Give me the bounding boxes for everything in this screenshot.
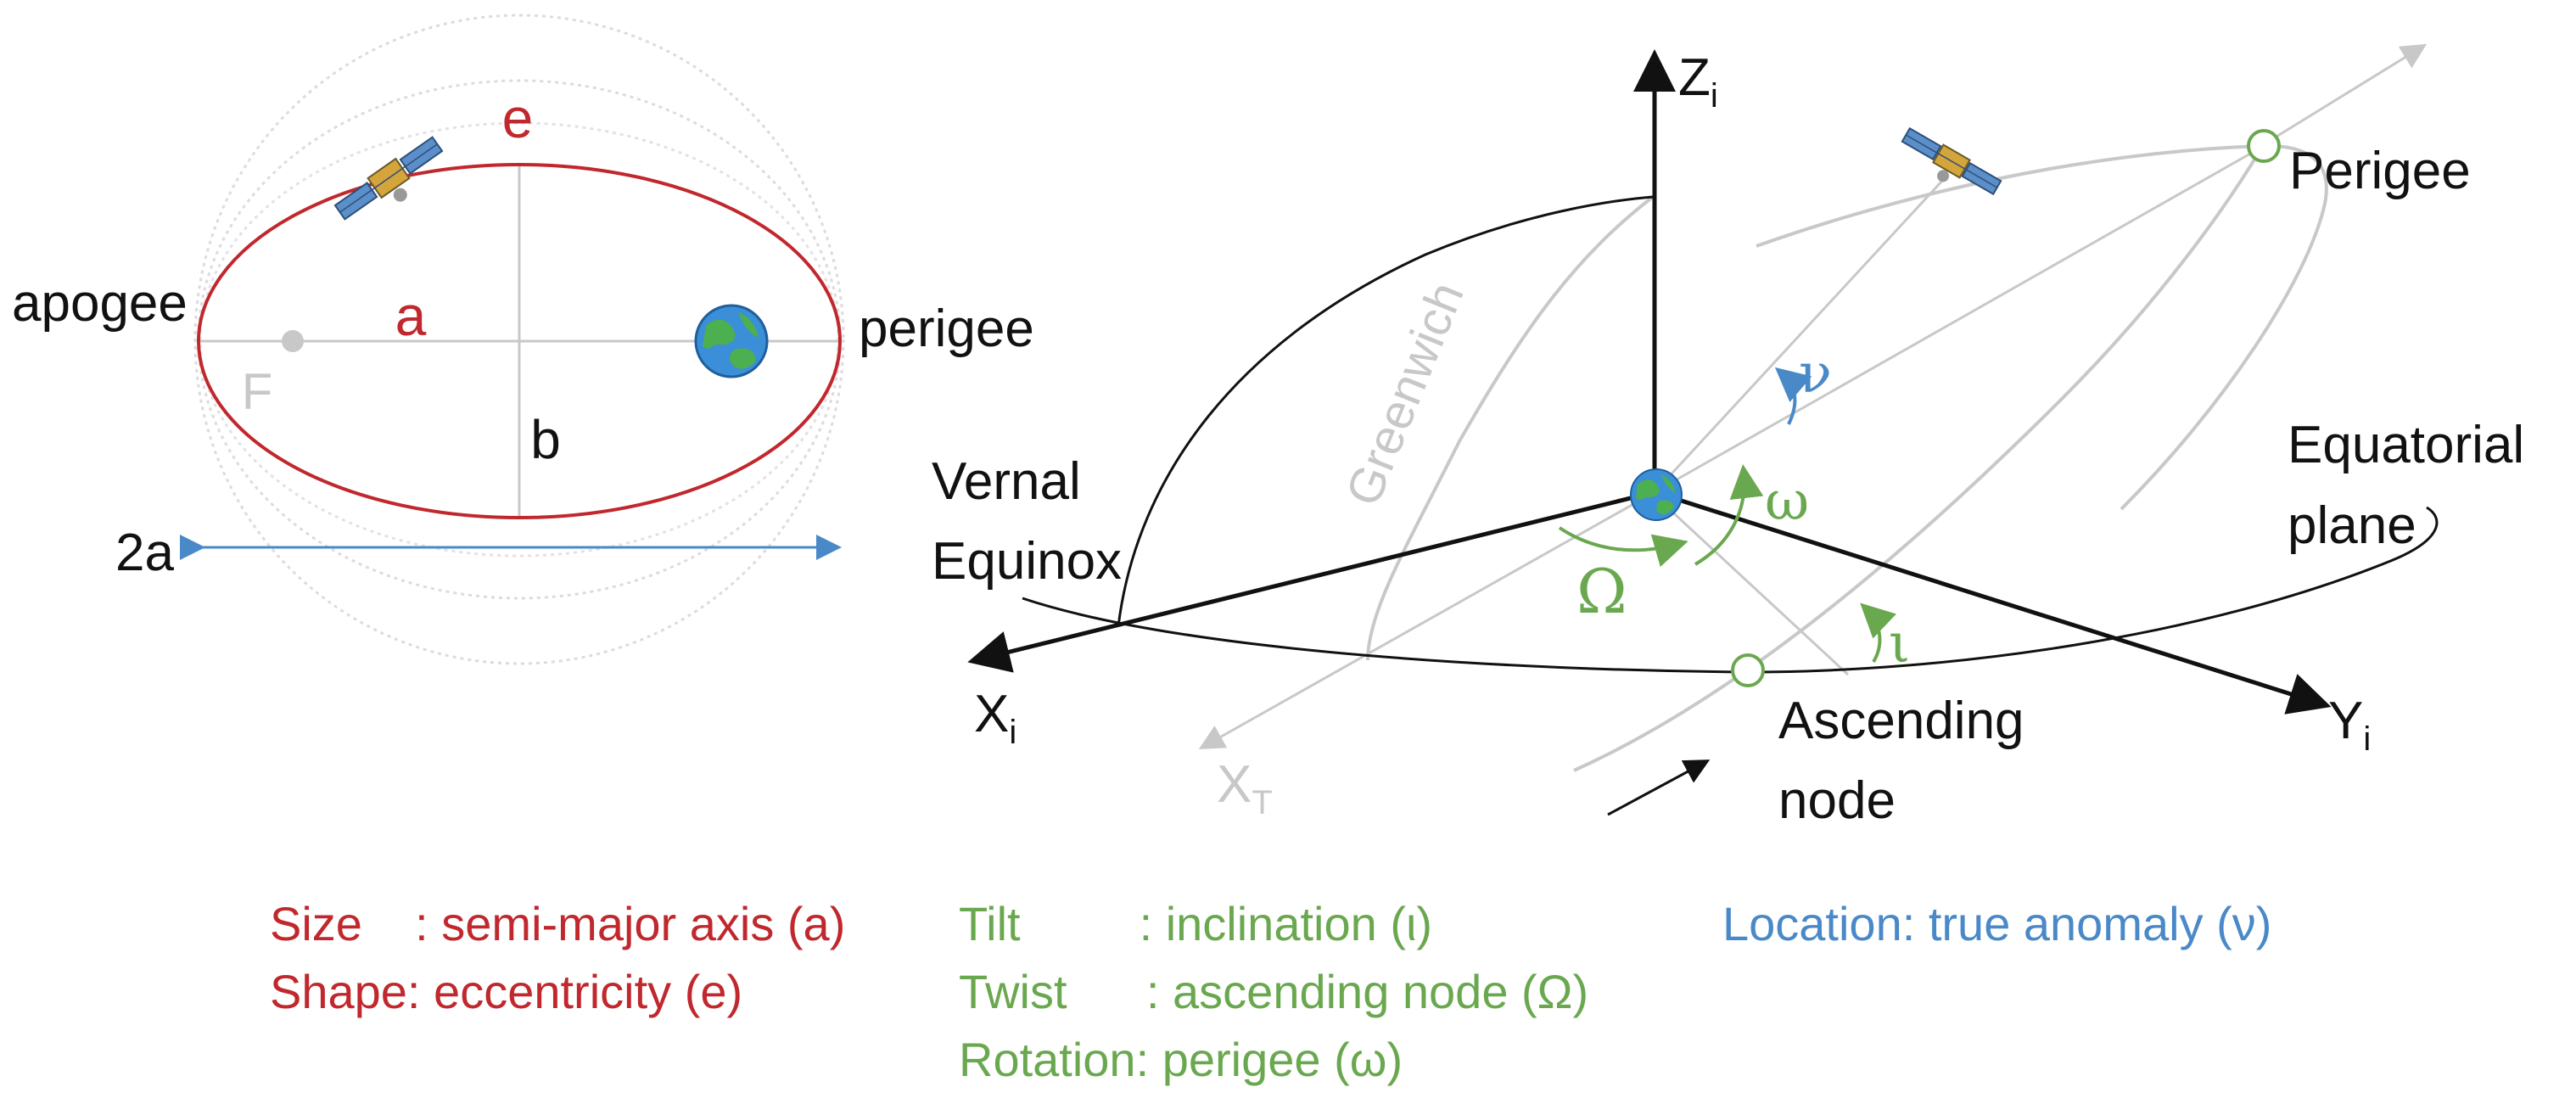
greenwich-meridian bbox=[1366, 195, 1655, 661]
legend-location: Location: true anomaly (ν) bbox=[1722, 897, 2271, 950]
satellite-icon bbox=[333, 136, 444, 221]
raan-symbol: Ω bbox=[1576, 556, 1627, 627]
equatorial-plane-label-line1: Equatorial bbox=[2288, 416, 2524, 474]
orbit-3d-diagram: Zi Xi Yi XT Greenwich Vernal Equinox Per… bbox=[932, 43, 2524, 830]
legend-shape: Shape: eccentricity (e) bbox=[270, 965, 742, 1018]
inclination-angle-arc bbox=[1860, 602, 1896, 664]
semimajor-label: a bbox=[395, 284, 427, 347]
vernal-equinox-label-line1: Vernal bbox=[932, 452, 1081, 511]
apogee-label: apogee bbox=[12, 274, 188, 333]
legend-twist: Twist : ascending node (Ω) bbox=[959, 965, 1588, 1018]
ascending-node-marker bbox=[1731, 653, 1765, 687]
reference-circle bbox=[193, 14, 845, 665]
true-anomaly-symbol: ν bbox=[1799, 343, 1832, 406]
ascending-node-label-line1: Ascending bbox=[1778, 692, 2024, 750]
perigee-label: Perigee bbox=[2289, 142, 2471, 200]
vernal-equinox-label-line2: Equinox bbox=[932, 532, 1122, 591]
legend-rotation: Rotation: perigee (ω) bbox=[959, 1033, 1403, 1086]
y-axis bbox=[1654, 490, 2332, 715]
x-axis bbox=[967, 490, 1655, 673]
orbit-path-upper bbox=[1756, 143, 2328, 511]
xt-axis-line bbox=[1198, 490, 1655, 749]
perigee-label: perigee bbox=[859, 300, 1034, 358]
vernal-meridian bbox=[1117, 195, 1654, 627]
x-axis-label: Xi bbox=[974, 685, 1016, 751]
line-of-nodes bbox=[1651, 492, 1850, 676]
equatorial-plane-label-line2: plane bbox=[2288, 496, 2416, 555]
major-axis-label: 2a bbox=[115, 524, 174, 582]
perigee-direction-line bbox=[1654, 144, 2265, 494]
semiminor-label: b bbox=[530, 409, 561, 470]
legend-tilt: Tilt : inclination (ι) bbox=[959, 897, 1432, 950]
orbit-extension-arrow bbox=[2260, 43, 2428, 148]
legend-size: Size : semi-major axis (a) bbox=[270, 897, 845, 950]
y-axis-label: Yi bbox=[2328, 692, 2371, 758]
raan-angle-arc bbox=[1558, 526, 1688, 568]
ellipse-diagram: e a b F apogee perigee 2a bbox=[12, 14, 1034, 665]
focus-label: F bbox=[242, 363, 273, 420]
eccentricity-label: e bbox=[502, 87, 534, 149]
ascending-node-label-line2: node bbox=[1778, 771, 1896, 830]
equatorial-plane-curve bbox=[1022, 506, 2439, 674]
satellite-radius-line bbox=[1653, 178, 1945, 494]
xt-axis-label: XT bbox=[1217, 755, 1273, 821]
inclination-symbol: ι bbox=[1889, 613, 1910, 675]
earth-globe-icon bbox=[694, 304, 769, 378]
legend: Size : semi-major axis (a) Shape: eccent… bbox=[270, 897, 2271, 1086]
earth-globe-icon bbox=[1630, 468, 1683, 521]
orbit-path bbox=[1573, 147, 2263, 772]
pointer-arrow bbox=[1607, 759, 1711, 816]
perigee-marker bbox=[2247, 129, 2281, 163]
greenwich-label: Greenwich bbox=[1336, 274, 1475, 513]
true-anomaly-angle-arc bbox=[1774, 367, 1812, 425]
perigee-angle-arc bbox=[1694, 464, 1764, 566]
satellite-icon bbox=[1901, 126, 2002, 196]
focus-point bbox=[282, 330, 304, 352]
perigee-argument-symbol: ω bbox=[1765, 470, 1809, 533]
orbit-ellipse bbox=[197, 163, 842, 519]
z-axis-label: Zi bbox=[1678, 48, 1718, 115]
